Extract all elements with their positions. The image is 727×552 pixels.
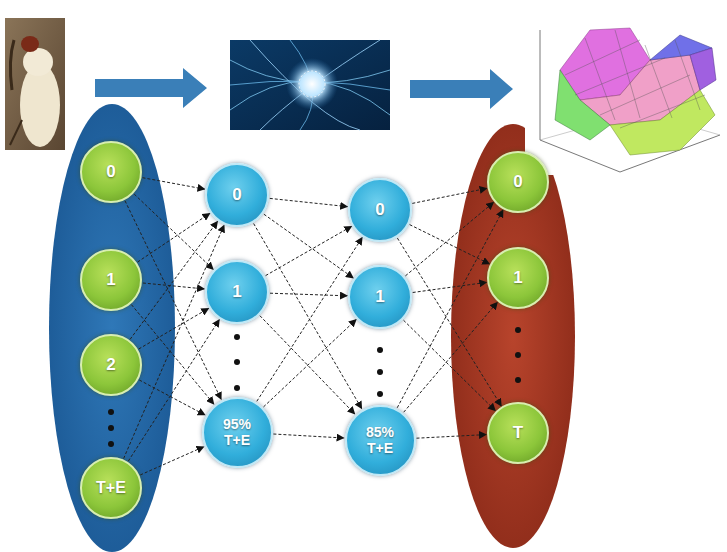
input-band — [49, 104, 175, 552]
insect-photo — [5, 18, 65, 150]
weight-connector — [270, 198, 347, 206]
hidden-node: 0 — [205, 163, 269, 227]
weight-connector — [397, 210, 503, 408]
weight-connector — [264, 214, 353, 278]
weight-connector — [270, 293, 347, 296]
weight-connector — [140, 447, 203, 475]
weight-connector — [139, 380, 205, 415]
network-image — [230, 40, 390, 130]
hidden-node: 95% T+E — [202, 397, 273, 468]
layer-end-node: 1 — [80, 249, 142, 311]
weight-connector — [404, 302, 498, 412]
node-label: 0 — [232, 185, 241, 205]
weight-connector — [397, 238, 501, 406]
node-label: 1 — [232, 282, 241, 302]
layer-end-node: 0 — [80, 141, 142, 203]
weight-connector — [131, 305, 213, 404]
layer-end-node: T+E — [80, 457, 142, 519]
weight-connector — [260, 316, 355, 414]
weight-connector — [264, 320, 357, 407]
node-label: 0 — [375, 200, 384, 220]
weight-connector — [257, 238, 362, 402]
node-label: 1 — [375, 287, 384, 307]
weight-connector — [130, 222, 217, 340]
hidden-node: 1 — [348, 265, 412, 329]
flow-arrow — [410, 69, 513, 109]
weight-connector — [273, 434, 343, 438]
node-label: 2 — [106, 355, 115, 375]
flow-arrow — [95, 68, 207, 108]
node-label: T — [513, 423, 523, 443]
weight-connector — [417, 435, 487, 439]
ellipsis-dots — [108, 327, 521, 447]
weight-connector — [412, 188, 486, 203]
weight-connector — [134, 194, 213, 269]
weight-connector — [143, 178, 205, 189]
layer-end-node: T — [487, 402, 549, 464]
weight-connector — [410, 225, 490, 264]
node-label: T+E — [96, 479, 126, 497]
layer-end-node: 0 — [487, 151, 549, 213]
hidden-node: 85% T+E — [345, 405, 416, 476]
layer-end-node: 1 — [487, 247, 549, 309]
node-label: 0 — [106, 162, 115, 182]
hidden-node: 0 — [348, 178, 412, 242]
weight-connector — [254, 224, 362, 409]
layer-end-node: 2 — [80, 334, 142, 396]
weight-connector — [405, 203, 493, 276]
node-label: 95% T+E — [210, 416, 264, 448]
weight-connector — [143, 283, 204, 289]
node-label: 1 — [513, 268, 522, 288]
node-label: 0 — [513, 172, 522, 192]
output-band — [451, 124, 575, 548]
node-label: 1 — [106, 270, 115, 290]
weight-connector — [266, 226, 352, 275]
hidden-node: 1 — [205, 260, 269, 324]
weight-connector — [138, 214, 210, 263]
surface-plot — [525, 15, 723, 175]
weight-connector — [413, 282, 487, 292]
node-label: 85% T+E — [353, 424, 407, 456]
